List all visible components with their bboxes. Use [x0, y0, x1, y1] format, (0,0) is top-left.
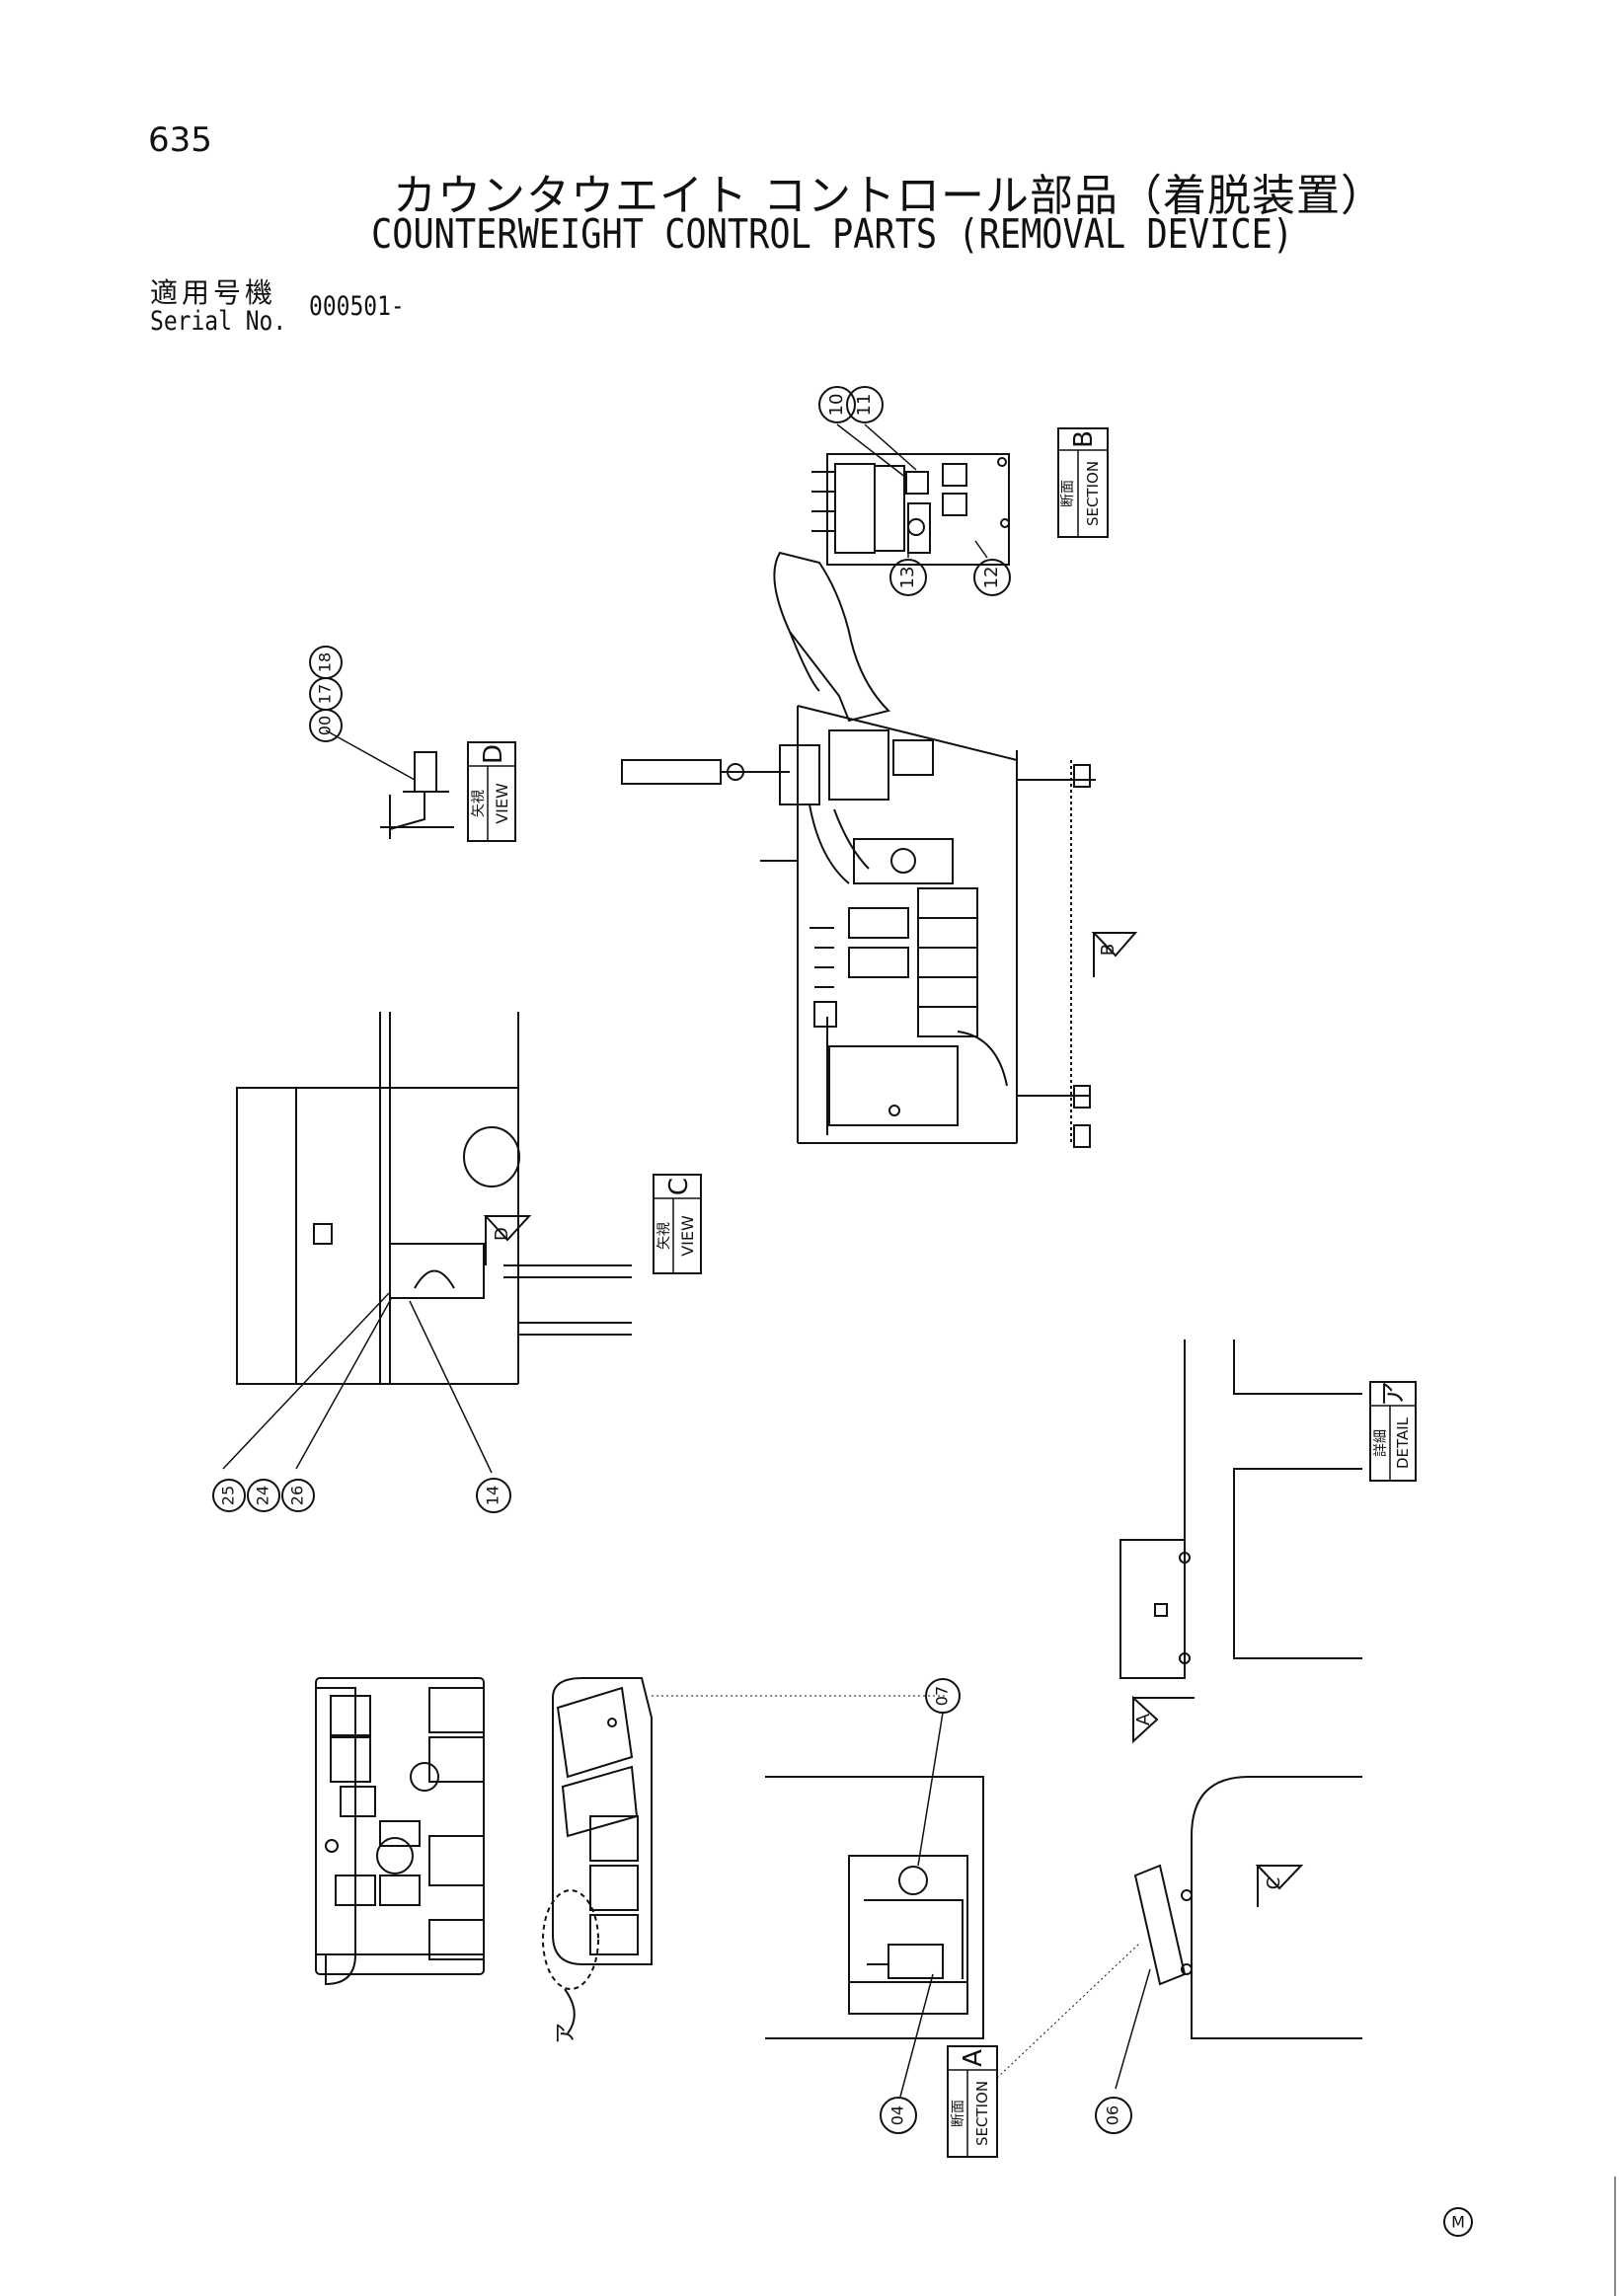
callout-00: 00 — [309, 709, 343, 742]
machine-arrow-kana: ア — [554, 2023, 579, 2044]
label-ja: 断面 — [1060, 480, 1076, 507]
section-b-label: 断面 SECTION B — [1057, 427, 1109, 538]
callout-17: 17 — [309, 677, 343, 711]
view-c-label: 矢視 VIEW C — [653, 1174, 702, 1274]
section-a-leaders — [899, 1712, 944, 2098]
callout-label: 10 — [826, 394, 847, 417]
page-number: 635 — [148, 120, 212, 160]
view-c-drawing — [236, 1012, 632, 1385]
detail-a-drawing — [1119, 1339, 1362, 1679]
machine-plan-drawing — [315, 1677, 485, 1986]
label-letter: A — [959, 2049, 988, 2067]
callout-label: 25 — [219, 1486, 238, 1505]
callout-label: 18 — [316, 652, 335, 672]
callout-label: 24 — [254, 1486, 272, 1505]
label-en: VIEW — [678, 1215, 697, 1257]
callout-label: 06 — [1104, 2105, 1122, 2125]
title-japanese: カウンタウエイト コントロール部品（着脱装置） — [393, 171, 1385, 221]
arrow-c: C — [1255, 1865, 1304, 1907]
callout-label: 07 — [933, 1686, 952, 1706]
serial-label-japanese: 適用号機 — [150, 276, 277, 309]
callout-label: 17 — [316, 684, 335, 704]
label-en: DETAIL — [1394, 1416, 1412, 1469]
callout-label: 00 — [316, 716, 335, 735]
callout-12: 12 — [973, 559, 1011, 596]
callout-04: 04 — [880, 2097, 917, 2134]
leader-line — [325, 729, 416, 781]
projection-line — [996, 1942, 1141, 2079]
section-a-drawing — [765, 1776, 984, 2039]
callout-label: 26 — [288, 1486, 307, 1505]
label-en: SECTION — [973, 2081, 991, 2146]
label-ja: 矢視 — [656, 1222, 672, 1250]
callout-label: 12 — [981, 567, 1002, 589]
label-letter: B — [1069, 430, 1099, 448]
label-letter: ア — [1379, 1381, 1409, 1407]
arrow-letter: B — [1098, 944, 1119, 956]
leader-line — [1115, 1968, 1151, 2090]
serial-number-value: 000501- — [309, 291, 405, 322]
callout-26: 26 — [281, 1479, 315, 1512]
callout-14: 14 — [476, 1478, 511, 1513]
label-ja: 断面 — [951, 2100, 966, 2127]
footer-mark-letter: M — [1451, 2213, 1465, 2232]
arrow-d: D — [483, 1215, 532, 1265]
callout-24: 24 — [247, 1479, 280, 1512]
view-c-leaders — [222, 1292, 493, 1474]
main-assembly-drawing — [621, 551, 1096, 1148]
arrow-b: B — [1091, 932, 1138, 977]
arrow-letter: C — [1264, 1877, 1284, 1890]
callout-label: 04 — [888, 2105, 907, 2125]
label-letter: D — [479, 744, 508, 764]
arrow-letter: A — [1133, 1713, 1154, 1725]
arrow-letter: D — [492, 1227, 512, 1241]
view-d-drawing — [380, 751, 454, 839]
label-letter: C — [664, 1178, 694, 1195]
label-en: VIEW — [493, 783, 511, 824]
footer-mark: M — [1443, 2207, 1473, 2237]
callout-label: 13 — [897, 567, 918, 589]
label-ja: 詳細 — [1373, 1429, 1389, 1457]
callout-10: 10 — [818, 386, 856, 423]
machine-side-drawing — [542, 1677, 653, 2034]
callout-06: 06 — [1095, 2097, 1132, 2134]
arrow-a: A — [1132, 1695, 1195, 1744]
serial-label-english: Serial No. — [150, 306, 287, 337]
callout-18: 18 — [309, 646, 343, 679]
callout-13: 13 — [889, 559, 927, 596]
callout-label: 11 — [854, 394, 875, 417]
section-a-label: 断面 SECTION A — [947, 2045, 998, 2158]
callout-11: 11 — [846, 386, 884, 423]
counterweight-side-drawing — [1133, 1776, 1362, 2039]
label-en: SECTION — [1084, 461, 1102, 526]
callout-label: 14 — [484, 1486, 502, 1505]
title-english: COUNTERWEIGHT CONTROL PARTS (REMOVAL DEV… — [371, 210, 1294, 258]
section-b-drawing — [811, 453, 1010, 566]
view-d-label: 矢視 VIEW D — [467, 741, 516, 842]
callout-07: 07 — [925, 1678, 961, 1714]
label-ja: 矢視 — [471, 790, 487, 817]
detail-a-label: 詳細 DETAIL ア — [1369, 1381, 1417, 1482]
callout-25: 25 — [212, 1479, 246, 1512]
section-b-leaders — [836, 423, 988, 559]
